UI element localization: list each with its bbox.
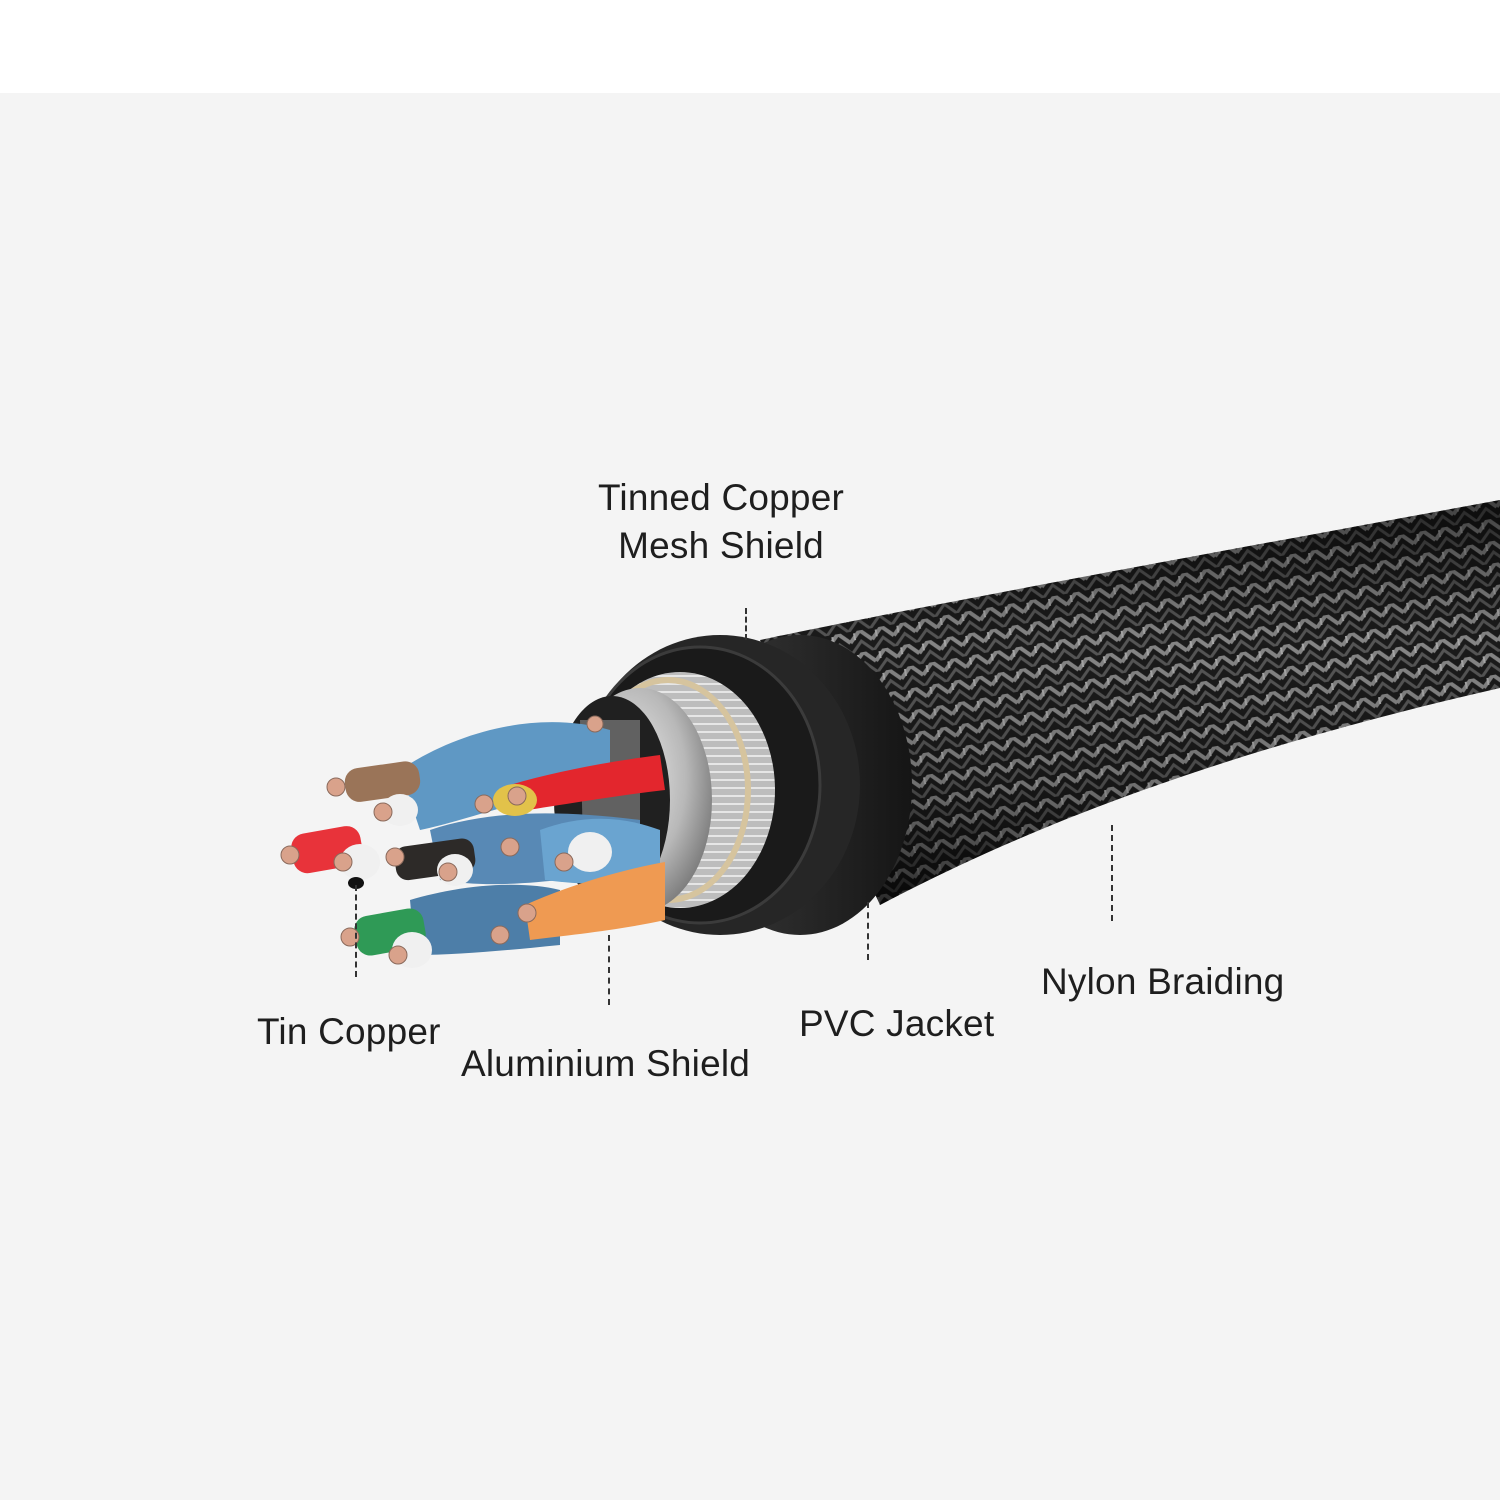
label-tinned-copper-mesh-shield: Tinned Copper Mesh Shield	[580, 474, 862, 570]
label-tin-copper: Tin Copper	[257, 1011, 441, 1052]
leader-line-mesh-shield	[745, 608, 747, 640]
label-line-2: Mesh Shield	[618, 525, 824, 566]
label-pvc-jacket: PVC Jacket	[799, 1003, 995, 1044]
top-white-band	[0, 0, 1500, 93]
leader-line-pvc-jacket	[867, 902, 869, 960]
label-aluminium-shield: Aluminium Shield	[461, 1043, 751, 1084]
leader-line-nylon-braiding	[1111, 825, 1113, 921]
label-line-1: Tinned Copper	[598, 477, 844, 518]
nylon-braiding	[760, 500, 1500, 905]
label-nylon-braiding: Nylon Braiding	[1041, 961, 1285, 1002]
inner-wires	[280, 715, 665, 968]
leader-line-aluminium-shield	[608, 935, 610, 1005]
leader-line-tin-copper	[355, 885, 357, 977]
